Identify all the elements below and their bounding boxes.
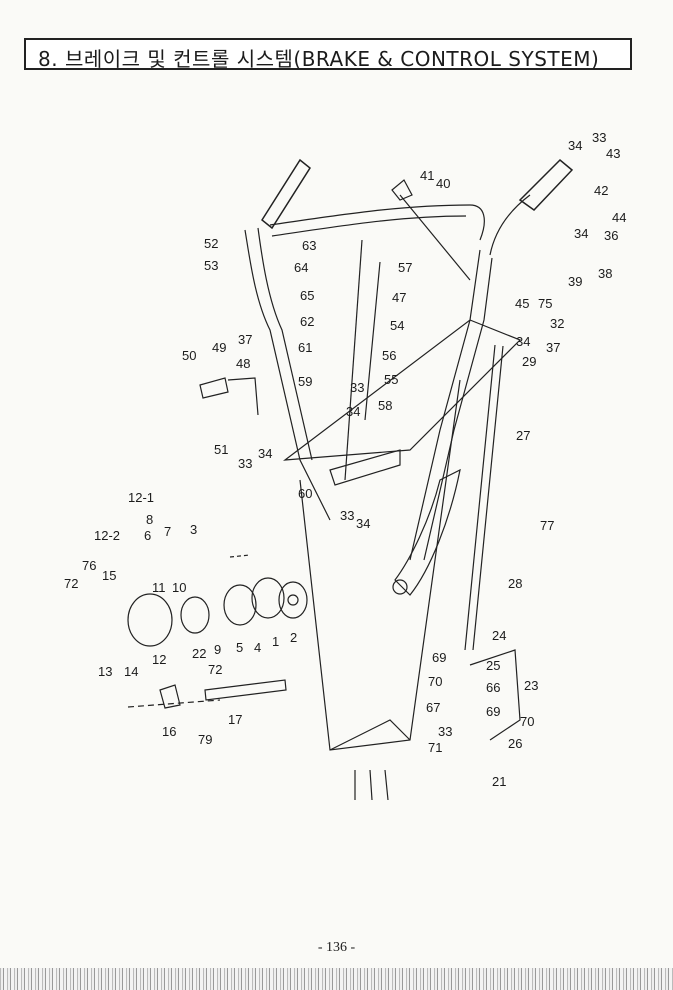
callout-3: 3 (190, 522, 197, 537)
callout-39: 39 (568, 274, 582, 289)
scan-edge-strip (0, 968, 673, 990)
callout-40: 40 (436, 176, 450, 191)
page-title: 8. 브레이크 및 컨트롤 시스템(BRAKE & CONTROL SYSTEM… (38, 47, 600, 71)
callout-72: 72 (64, 576, 78, 591)
callout-49: 49 (212, 340, 226, 355)
callout-72-b: 72 (208, 662, 222, 677)
callout-61: 61 (298, 340, 312, 355)
callout-4: 4 (254, 640, 261, 655)
callout-14: 14 (124, 664, 138, 679)
callout-67: 67 (426, 700, 440, 715)
callout-75: 75 (538, 296, 552, 311)
callout-76: 76 (82, 558, 96, 573)
callout-33-top: 33 (592, 130, 606, 145)
callout-33-l: 33 (238, 456, 252, 471)
callout-16: 16 (162, 724, 176, 739)
callout-12: 12 (152, 652, 166, 667)
callout-43: 43 (606, 146, 620, 161)
callout-55: 55 (384, 372, 398, 387)
callout-34-top: 34 (568, 138, 582, 153)
callout-37-r: 37 (546, 340, 560, 355)
callout-52: 52 (204, 236, 218, 251)
callout-25: 25 (486, 658, 500, 673)
callout-32: 32 (550, 316, 564, 331)
callout-1: 1 (272, 634, 279, 649)
callout-36: 36 (604, 228, 618, 243)
callout-34-r1: 34 (574, 226, 588, 241)
callout-33-mid: 33 (350, 380, 364, 395)
callout-12-2: 12-2 (94, 528, 120, 543)
callout-65: 65 (300, 288, 314, 303)
callout-77: 77 (540, 518, 554, 533)
callout-47: 47 (392, 290, 406, 305)
callout-41: 41 (420, 168, 434, 183)
callout-63: 63 (302, 238, 316, 253)
callout-71: 71 (428, 740, 442, 755)
callout-44: 44 (612, 210, 626, 225)
callout-9: 9 (214, 642, 221, 657)
page-number: - 136 - (317, 940, 356, 955)
callout-15: 15 (102, 568, 116, 583)
callout-11: 11 (152, 580, 166, 595)
callout-17: 17 (228, 712, 242, 727)
callout-34-r2: 34 (516, 334, 530, 349)
callout-27: 27 (516, 428, 530, 443)
callout-34-mid: 34 (346, 404, 360, 419)
callout-5: 5 (236, 640, 243, 655)
callout-59: 59 (298, 374, 312, 389)
frame-drawing (127, 158, 574, 801)
callout-26: 26 (508, 736, 522, 751)
callout-69: 69 (432, 650, 446, 665)
callout-29: 29 (522, 354, 536, 369)
callout-34-b: 34 (356, 516, 370, 531)
callout-33-bb: 33 (438, 724, 452, 739)
callout-33-b: 33 (340, 508, 354, 523)
callout-37: 37 (238, 332, 252, 347)
callout-50: 50 (182, 348, 196, 363)
callout-6: 6 (144, 528, 151, 543)
callout-54: 54 (390, 318, 404, 333)
callout-34-l: 34 (258, 446, 272, 461)
callout-8: 8 (146, 512, 153, 527)
callout-69-b: 69 (486, 704, 500, 719)
callout-7: 7 (164, 524, 171, 539)
callout-28: 28 (508, 576, 522, 591)
callout-57: 57 (398, 260, 412, 275)
callout-2: 2 (290, 630, 297, 645)
callout-48: 48 (236, 356, 250, 371)
callout-42: 42 (594, 183, 608, 198)
callout-10: 10 (172, 580, 186, 595)
callout-70-b: 70 (520, 714, 534, 729)
callout-12-1: 12-1 (128, 490, 154, 505)
callout-62: 62 (300, 314, 314, 329)
callout-64: 64 (294, 260, 308, 275)
callout-79: 79 (198, 732, 212, 747)
callout-21: 21 (492, 774, 506, 789)
callout-13: 13 (98, 664, 112, 679)
callout-70: 70 (428, 674, 442, 689)
callout-56: 56 (382, 348, 396, 363)
callout-23: 23 (524, 678, 538, 693)
callout-66: 66 (486, 680, 500, 695)
callout-53: 53 (204, 258, 218, 273)
callout-labels: 33 34 43 42 44 36 34 38 39 41 40 52 53 6… (64, 130, 626, 789)
callout-51: 51 (214, 442, 228, 457)
callout-45: 45 (515, 296, 529, 311)
callout-60: 60 (298, 486, 312, 501)
title-box: 8. 브레이크 및 컨트롤 시스템(BRAKE & CONTROL SYSTEM… (24, 38, 632, 71)
callout-24: 24 (492, 628, 506, 643)
callout-38: 38 (598, 266, 612, 281)
callout-22: 22 (192, 646, 206, 661)
callout-58: 58 (378, 398, 392, 413)
